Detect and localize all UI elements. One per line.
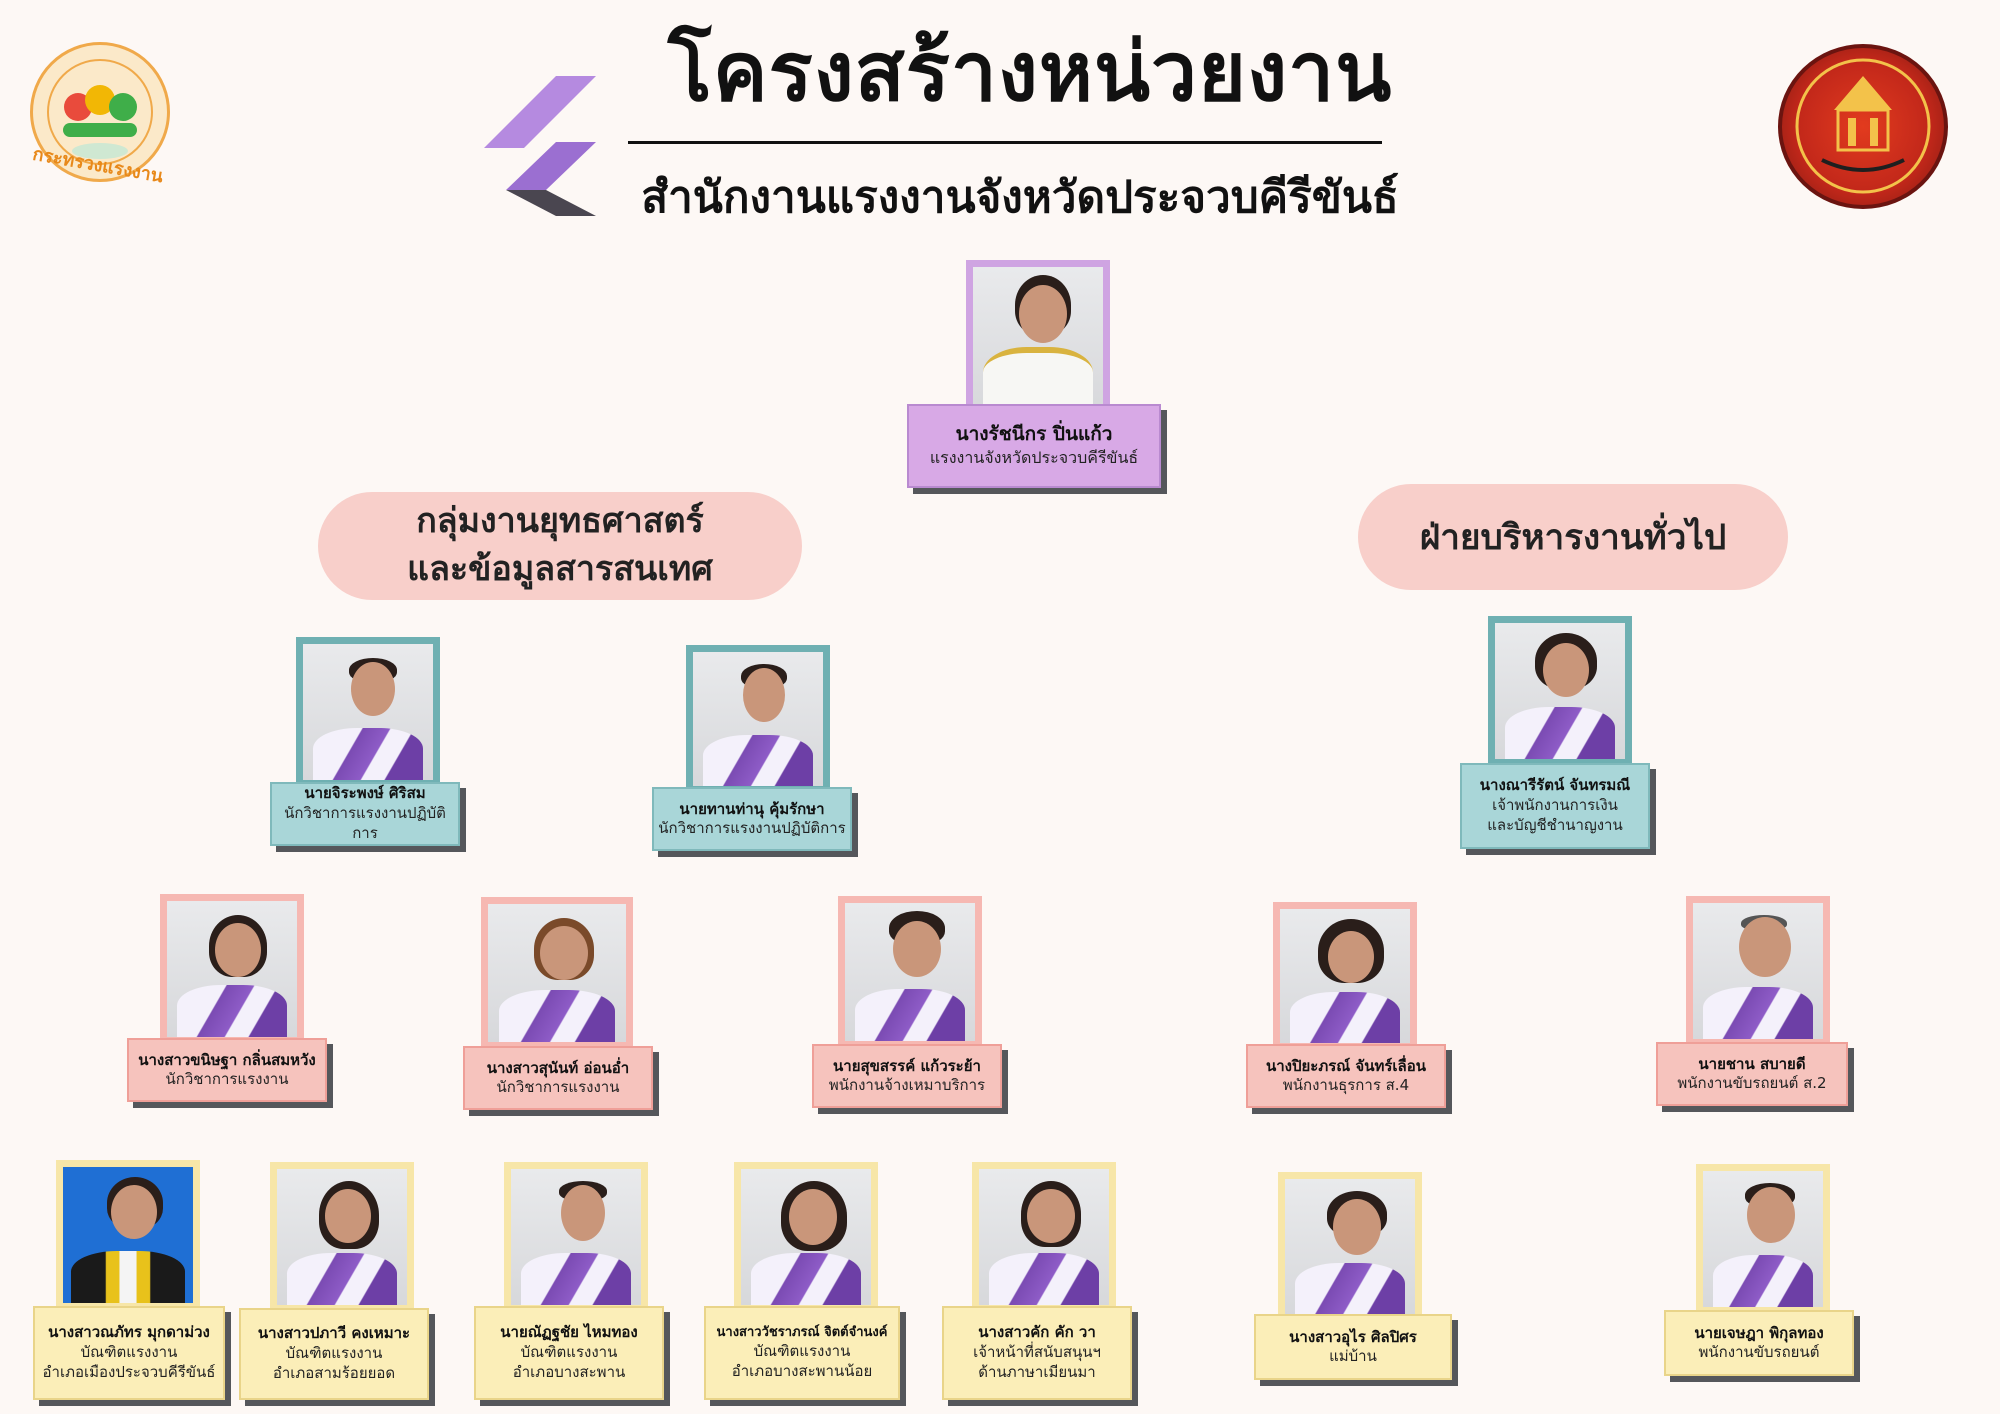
person-card: นายณัฏฐชัย ไหมทอง บัณฑิตแรงงาน อำเภอบางส… <box>474 1306 664 1400</box>
person-role: พนักงานจ้างเหมาบริการ <box>828 1076 986 1095</box>
person-role: บัณฑิตแรงงาน <box>80 1343 178 1362</box>
person-name: นางสาวขนิษฐา กลิ่นสมหวัง <box>138 1050 316 1069</box>
page-title: โครงสร้างหน่วยงาน <box>667 25 1393 120</box>
person-role-line2: อำเภอบางสะพาน <box>512 1363 626 1382</box>
person-role: บัณฑิตแรงงาน <box>520 1343 618 1362</box>
person-card: นายเจษฎา พิกุลทอง พนักงานขับรถยนต์ <box>1664 1310 1854 1376</box>
person-card: นายชาน สบายดี พนักงานขับรถยนต์ ส.2 <box>1656 1042 1848 1106</box>
person-name: นายณัฏฐชัย ไหมทอง <box>500 1323 638 1342</box>
person-card: นางปิยะภรณ์ จันทร์เลื่อน พนักงานธุรการ ส… <box>1246 1044 1446 1108</box>
head-officer-card: นางรัชนีกร ปิ่นแก้ว แรงงานจังหวัดประจวบค… <box>907 404 1161 488</box>
person-name: นางสาวสุนันท์ อ่อนอ่ำ <box>486 1058 630 1077</box>
person-photo <box>734 1162 878 1312</box>
person-photo <box>838 896 982 1048</box>
person-role: นักวิชาการแรงงานปฏิบัติการ <box>658 819 846 838</box>
person-name: นายชาน สบายดี <box>1698 1054 1806 1073</box>
person-card: นายสุขสรรค์ แก้วระย้า พนักงานจ้างเหมาบริ… <box>812 1044 1002 1108</box>
person-name: นางสาวคัก คัก วา <box>978 1323 1096 1342</box>
person-name: นางสาวณภัทร มุกดาม่วง <box>48 1323 210 1342</box>
person-card: นางสาวณภัทร มุกดาม่วง บัณฑิตแรงงาน อำเภอ… <box>33 1306 225 1400</box>
person-role: เจ้าพนักงานการเงิน <box>1492 796 1618 815</box>
person-name: นางสาววัชราภรณ์ จิตต์จำนงค์ <box>716 1324 888 1340</box>
person-name: นางณารีรัตน์ จันทรมณี <box>1479 776 1631 795</box>
person-card: นางสาววัชราภรณ์ จิตต์จำนงค์ บัณฑิตแรงงาน… <box>704 1306 900 1400</box>
group-admin-pill: ฝ่ายบริหารงานทั่วไป <box>1358 484 1788 590</box>
person-photo <box>1686 896 1830 1046</box>
person-card: นางณารีรัตน์ จันทรมณี เจ้าพนักงานการเงิน… <box>1460 763 1650 849</box>
person-role-line2: อำเภอสามร้อยยอด <box>272 1364 396 1383</box>
person-name: นายจิระพงษ์ ศิริสม <box>304 784 426 803</box>
person-name: นางรัชนีกร ปิ่นแก้ว <box>955 423 1113 446</box>
person-photo <box>972 1162 1116 1312</box>
person-role: เจ้าหน้าที่สนับสนุนฯ <box>973 1343 1101 1362</box>
page-subtitle: สำนักงานแรงงานจังหวัดประจวบคีรีขันธ์ <box>641 172 1399 223</box>
person-role: นักวิชาการแรงงานปฏิบัติการ <box>284 804 446 843</box>
person-photo <box>296 637 440 787</box>
person-role: บัณฑิตแรงงาน <box>753 1341 851 1360</box>
person-photo <box>686 645 830 793</box>
person-photo <box>1488 616 1632 766</box>
person-role: นักวิชาการแรงงาน <box>165 1070 289 1089</box>
person-card: นางสาวคัก คัก วา เจ้าหน้าที่สนับสนุนฯ ด้… <box>942 1306 1132 1400</box>
person-card: นางสาวปภาวี คงเหมาะ บัณฑิตแรงงาน อำเภอสา… <box>239 1308 429 1400</box>
person-photo <box>504 1162 648 1312</box>
person-photo <box>1273 902 1417 1050</box>
person-role: แม่บ้าน <box>1329 1347 1377 1366</box>
title-underline <box>628 141 1382 144</box>
group-strategy-line1: กลุ่มงานยุทธศาสตร์ <box>416 501 704 542</box>
head-officer-photo <box>966 260 1110 418</box>
person-name: นางสาวอุไร ศิลปิศร <box>1289 1327 1417 1346</box>
person-role: พนักงานขับรถยนต์ ส.2 <box>1677 1074 1827 1093</box>
person-card: นายทานท่านุ คุ้มรักษา นักวิชาการแรงงานปฏ… <box>652 787 852 851</box>
person-photo <box>56 1160 200 1310</box>
person-name: นายเจษฎา พิกุลทอง <box>1694 1323 1824 1342</box>
group-strategy-pill: กลุ่มงานยุทธศาสตร์ และข้อมูลสารสนเทศ <box>318 492 802 600</box>
person-name: นางปิยะภรณ์ จันทร์เลื่อน <box>1265 1056 1427 1075</box>
person-role: นักวิชาการแรงงาน <box>496 1078 620 1097</box>
person-role-line2: อำเภอบางสะพานน้อย <box>731 1362 873 1381</box>
person-card: นางสาวอุไร ศิลปิศร แม่บ้าน <box>1254 1314 1452 1380</box>
person-name: นางสาวปภาวี คงเหมาะ <box>257 1324 411 1343</box>
person-photo <box>160 894 304 1044</box>
person-role: แรงงานจังหวัดประจวบคีรีขันธ์ <box>929 448 1139 468</box>
ministry-of-labour-emblem-icon <box>30 42 170 182</box>
person-role: พนักงานธุรการ ส.4 <box>1282 1076 1410 1095</box>
person-photo <box>270 1162 414 1312</box>
person-photo <box>1278 1172 1422 1322</box>
person-card: นายจิระพงษ์ ศิริสม นักวิชาการแรงงานปฏิบั… <box>270 782 460 846</box>
person-name: นายสุขสรรค์ แก้วระย้า <box>833 1056 981 1075</box>
person-role-line2: และบัญชีชำนาญงาน <box>1487 816 1623 835</box>
person-card: นางสาวสุนันท์ อ่อนอ่ำ นักวิชาการแรงงาน <box>463 1046 653 1110</box>
person-role-line2: อำเภอเมืองประจวบคีรีขันธ์ <box>42 1363 216 1382</box>
provincial-seal-icon <box>1778 44 1948 209</box>
person-role: พนักงานขับรถยนต์ <box>1698 1343 1820 1362</box>
group-strategy-line2: และข้อมูลสารสนเทศ <box>407 549 713 589</box>
person-photo <box>1696 1164 1830 1314</box>
person-name: นายทานท่านุ คุ้มรักษา <box>679 799 825 818</box>
person-role-line2: ด้านภาษาเมียนมา <box>978 1363 1096 1382</box>
person-card: นางสาวขนิษฐา กลิ่นสมหวัง นักวิชาการแรงงา… <box>127 1038 327 1102</box>
chevron-logo-icon <box>484 76 596 216</box>
person-role: บัณฑิตแรงงาน <box>285 1344 383 1363</box>
group-admin-label: ฝ่ายบริหารงานทั่วไป <box>1419 517 1727 558</box>
person-photo <box>481 897 633 1049</box>
